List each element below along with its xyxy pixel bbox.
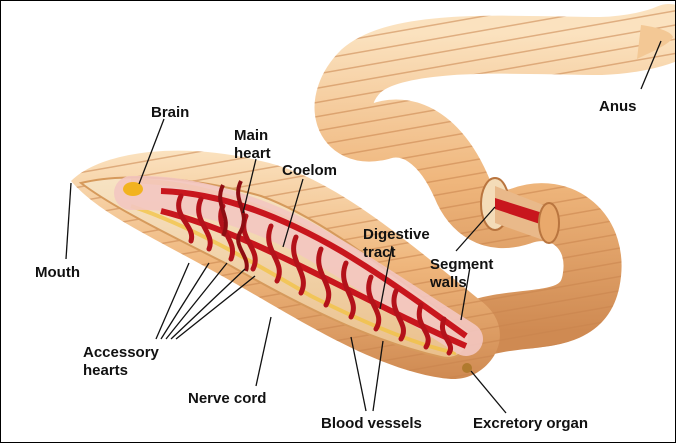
label-anus: Anus [599, 98, 637, 115]
label-excretory-organ: Excretory organ [473, 415, 588, 432]
label-brain: Brain [151, 104, 189, 121]
label-main-heart-2: heart [234, 145, 271, 162]
label-main-heart-1: Main [234, 127, 268, 144]
excretory-organ [462, 363, 472, 373]
label-blood-vessels: Blood vessels [321, 415, 422, 432]
label-digestive-2: tract [363, 244, 396, 261]
accessory-hearts-leader-2 [161, 263, 209, 339]
label-nerve-cord: Nerve cord [188, 390, 266, 407]
label-mouth: Mouth [35, 264, 80, 281]
accessory-hearts-leader-3 [166, 263, 227, 339]
nerve-cord-leader [256, 317, 271, 386]
label-segment-1: Segment [430, 256, 493, 273]
mouth-leader [66, 183, 71, 259]
label-segment-2: walls [429, 274, 467, 291]
label-accessory-2: hearts [83, 362, 128, 379]
excretory-organ-leader [471, 371, 506, 413]
label-coelom: Coelom [282, 162, 337, 179]
accessory-hearts-leader-5 [176, 276, 255, 339]
accessory-hearts-leader-1 [156, 263, 189, 339]
label-accessory-1: Accessory [83, 344, 160, 361]
label-digestive-1: Digestive [363, 226, 430, 243]
brain [123, 182, 143, 196]
